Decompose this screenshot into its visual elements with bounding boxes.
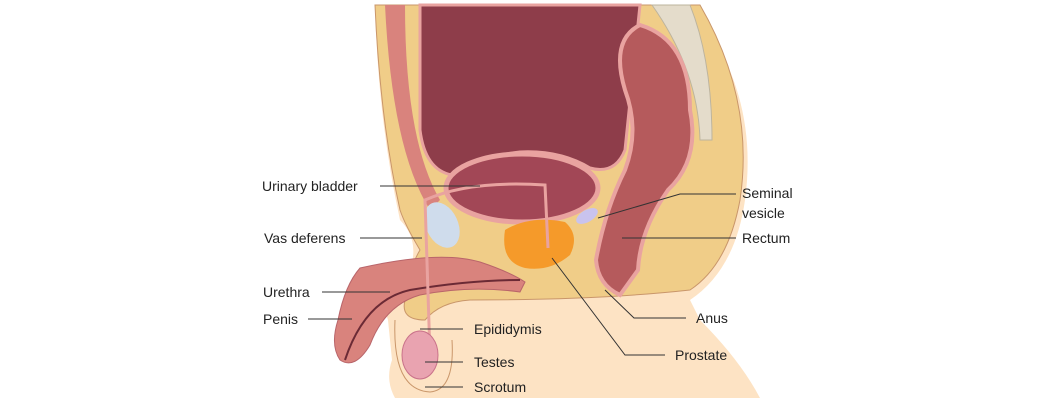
label-anus: Anus (696, 310, 728, 326)
label-scrotum: Scrotum (474, 379, 526, 395)
label-penis: Penis (263, 311, 298, 327)
pubic-bone (424, 202, 460, 248)
prostate-shape (504, 219, 574, 269)
label-urethra: Urethra (263, 284, 310, 300)
label-seminal-vesicle-line2: vesicle (742, 205, 785, 221)
leader-lines (308, 185, 736, 388)
seminal-vesicle-shape (576, 208, 598, 224)
label-urinary-bladder: Urinary bladder (262, 178, 358, 194)
label-seminal-vesicle-line1: Seminal (742, 185, 793, 201)
abdominal-cavity (418, 3, 642, 177)
label-rectum: Rectum (742, 230, 790, 246)
testis-shape (401, 330, 439, 380)
label-testes: Testes (474, 354, 514, 370)
label-epididymis: Epididymis (474, 321, 542, 337)
penis-shape (334, 256, 526, 364)
label-prostate: Prostate (675, 347, 727, 363)
scrotum-shape (394, 319, 453, 393)
rectum-shape (593, 22, 695, 298)
spine (651, 4, 713, 141)
urethra-shape (344, 279, 521, 361)
abdominal-wall (385, 5, 440, 210)
label-vas-deferens: Vas deferens (264, 230, 345, 246)
urinary-bladder-shape (443, 151, 601, 225)
